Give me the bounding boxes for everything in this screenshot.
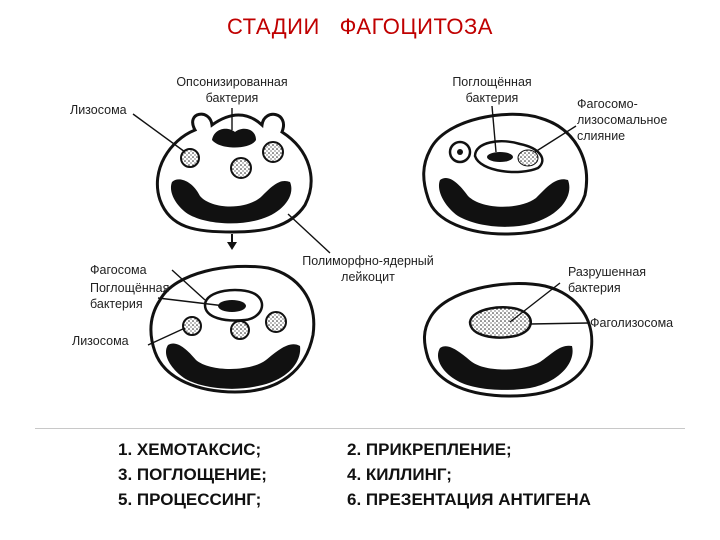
lysosome: [265, 311, 287, 333]
diagram-labels: Опсонизированная бактерия Лизосома Погло…: [70, 75, 673, 348]
label-phagosome: Фагосома: [90, 263, 147, 277]
stage-arrow: [227, 234, 237, 250]
engulfed-bacterium: [487, 152, 513, 162]
leader-lines: [132, 105, 589, 346]
cell-stage-fusion: [422, 112, 588, 236]
lysosome: [182, 316, 202, 336]
label-pmn-leukocyte: лейкоцит: [341, 270, 395, 284]
label-engulfed-bacterium: бактерия: [90, 297, 143, 311]
stage-item: 3. ПОГЛОЩЕНИЕ;: [118, 465, 267, 484]
label-lysosome: Лизосома: [70, 103, 127, 117]
nucleus: [165, 343, 301, 389]
label-engulfed-bacterium: Поглощённая: [452, 75, 531, 89]
stage-item: 2. ПРИКРЕПЛЕНИЕ;: [347, 440, 512, 459]
label-destroyed-bacterium: Разрушенная: [568, 265, 646, 279]
phagocytosis-diagram: Опсонизированная бактерия Лизосома Погло…: [70, 75, 673, 398]
cell-membrane: [422, 112, 588, 236]
cell-membrane: [149, 264, 316, 394]
nucleus: [170, 179, 292, 224]
lysosome: [230, 157, 252, 179]
page-title: СТАДИИ ФАГОЦИТОЗА: [0, 14, 720, 40]
phagosome: [473, 140, 544, 174]
label-phagosome-lysosome-fusion: слияние: [577, 129, 625, 143]
engulfed-bacterium: [218, 300, 246, 312]
lysosome-core: [457, 149, 463, 155]
divider: [35, 428, 685, 429]
stage-item: 1. ХЕМОТАКСИС;: [118, 440, 262, 459]
label-phagosome-lysosome-fusion: лизосомальное: [577, 113, 667, 127]
label-opsonized-bacterium: бактерия: [206, 91, 259, 105]
stage-item: 4. КИЛЛИНГ;: [347, 465, 452, 484]
cell-membrane: [155, 112, 313, 234]
stage-item: 6. ПРЕЗЕНТАЦИЯ АНТИГЕНА: [347, 490, 591, 509]
label-opsonized-bacterium: Опсонизированная: [176, 75, 287, 89]
cell-membrane: [423, 282, 594, 398]
label-pmn-leukocyte: Полиморфно-ядерный: [302, 254, 434, 268]
label-destroyed-bacterium: бактерия: [568, 281, 621, 295]
label-engulfed-bacterium: бактерия: [466, 91, 519, 105]
fusing-lysosome: [517, 149, 539, 167]
label-engulfed-bacterium: Поглощённая: [90, 281, 169, 295]
nucleus: [437, 345, 573, 390]
lysosome: [230, 320, 250, 340]
lysosome: [262, 141, 284, 163]
title-text: СТАДИИ ФАГОЦИТОЗА: [227, 14, 493, 39]
stage-item: 5. ПРОЦЕССИНГ;: [118, 490, 262, 509]
cell-stage-killing: [423, 282, 594, 398]
phagosome: [203, 288, 264, 322]
nucleus: [438, 177, 570, 227]
label-phagolysosome: Фаголизосома: [590, 316, 673, 330]
lysosome: [180, 148, 200, 168]
opsonized-bacterium: [212, 128, 256, 148]
label-lysosome: Лизосома: [72, 334, 129, 348]
phagolysosome: [468, 306, 532, 339]
cell-stage-engulfment: [149, 264, 316, 394]
cell-stage-attachment: [155, 112, 313, 234]
label-phagosome-lysosome-fusion: Фагосомо-: [577, 97, 638, 111]
